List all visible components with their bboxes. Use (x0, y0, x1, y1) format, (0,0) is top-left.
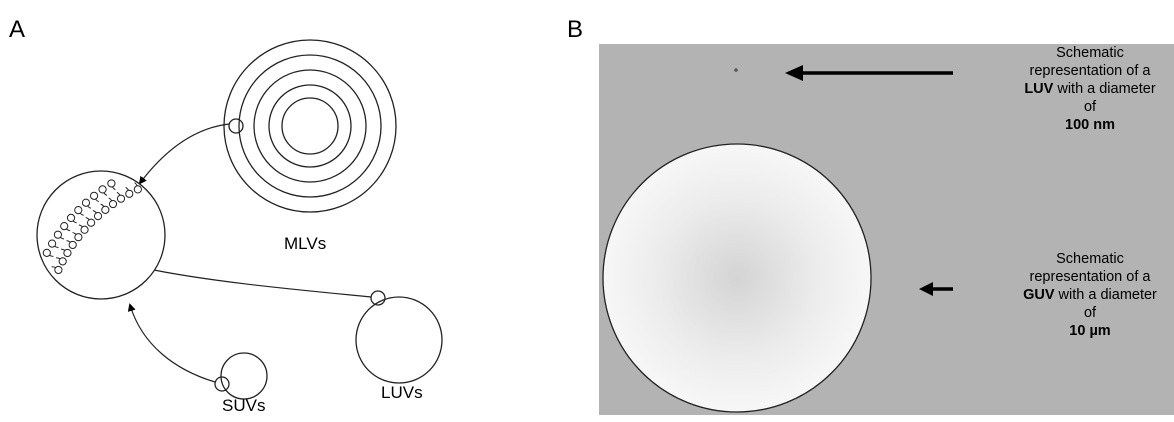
guv-circle (602, 143, 872, 413)
guv-note-line2: representation of a (1029, 269, 1151, 285)
lipid-head (108, 199, 118, 209)
guv-note-line3-rest: with a diameter (1054, 287, 1157, 303)
lipid-head (80, 225, 89, 234)
luv-note-line3-rest: with a diameter (1053, 81, 1156, 97)
mlv-vesicle (223, 39, 397, 213)
luv-diameter-value: 100 nm (1065, 117, 1115, 133)
lipid-head (74, 206, 83, 215)
panel-label-a: A (9, 16, 26, 43)
lipid-head (81, 198, 91, 207)
lipid-head (107, 179, 116, 188)
lipid-head (54, 265, 63, 275)
lipid-head (68, 240, 77, 250)
mlv-zoom-marker (228, 118, 244, 134)
luv-note-line4: of (1083, 99, 1097, 115)
luv-annotation: Schematic representation of a LUV with a… (1005, 44, 1174, 134)
panel-label-b: B (567, 16, 584, 43)
lipid-head (47, 239, 57, 248)
lipid-head (125, 189, 134, 198)
bilayer-zoom-circle (36, 170, 166, 300)
luv-label: LUVs (381, 383, 423, 402)
lipid-head (133, 185, 142, 194)
guv-arrow-head (919, 282, 933, 296)
lipid-head (53, 230, 63, 239)
guv-note-line1: Schematic (1056, 251, 1124, 267)
lipid-head (98, 185, 107, 194)
size-comparison-drawing (602, 65, 953, 413)
luv-dot (734, 68, 738, 72)
lipid-head (74, 233, 83, 242)
lipid-head (86, 218, 96, 227)
guv-diameter-value: 10 µm (1069, 323, 1111, 339)
arrow-luv-to-bilayer (142, 265, 372, 298)
lipid-head (66, 213, 76, 222)
lipid-head (42, 248, 51, 257)
suv-label: SUVs (222, 396, 266, 415)
mlv-label: MLVs (284, 234, 327, 253)
suv-vesicle (220, 352, 268, 400)
lipid-head (116, 194, 126, 203)
size-comparison-panel: Schematic representation of a LUV with a… (599, 44, 1174, 415)
guv-note-line4: of (1083, 305, 1097, 321)
luv-note-line2: representation of a (1029, 63, 1151, 79)
arrow-mlv-to-bilayer (138, 123, 230, 185)
lipid-head (93, 211, 103, 221)
suv-zoom-marker (214, 376, 230, 392)
lipid-head (101, 205, 110, 214)
lipid-head (89, 191, 99, 200)
luv-note-line3: LUV with a diameter (1005, 80, 1174, 98)
lipid-head (58, 257, 67, 266)
guv-annotation: Schematic representation of a GUV with a… (1005, 250, 1174, 340)
luv-term: LUV (1024, 81, 1054, 97)
luv-arrow-head (785, 65, 803, 81)
guv-term: GUV (1023, 287, 1055, 303)
vesicle-diagram (36, 39, 443, 400)
lipid-head (63, 248, 72, 258)
luv-vesicle (355, 296, 443, 384)
lipid-bilayer (42, 179, 142, 275)
guv-note-line3: GUV with a diameter (1005, 286, 1174, 304)
lipid-head (60, 222, 69, 231)
luv-note-line1: Schematic (1056, 45, 1124, 61)
arrow-suv-to-bilayer (127, 303, 216, 383)
luv-zoom-marker (370, 290, 386, 306)
